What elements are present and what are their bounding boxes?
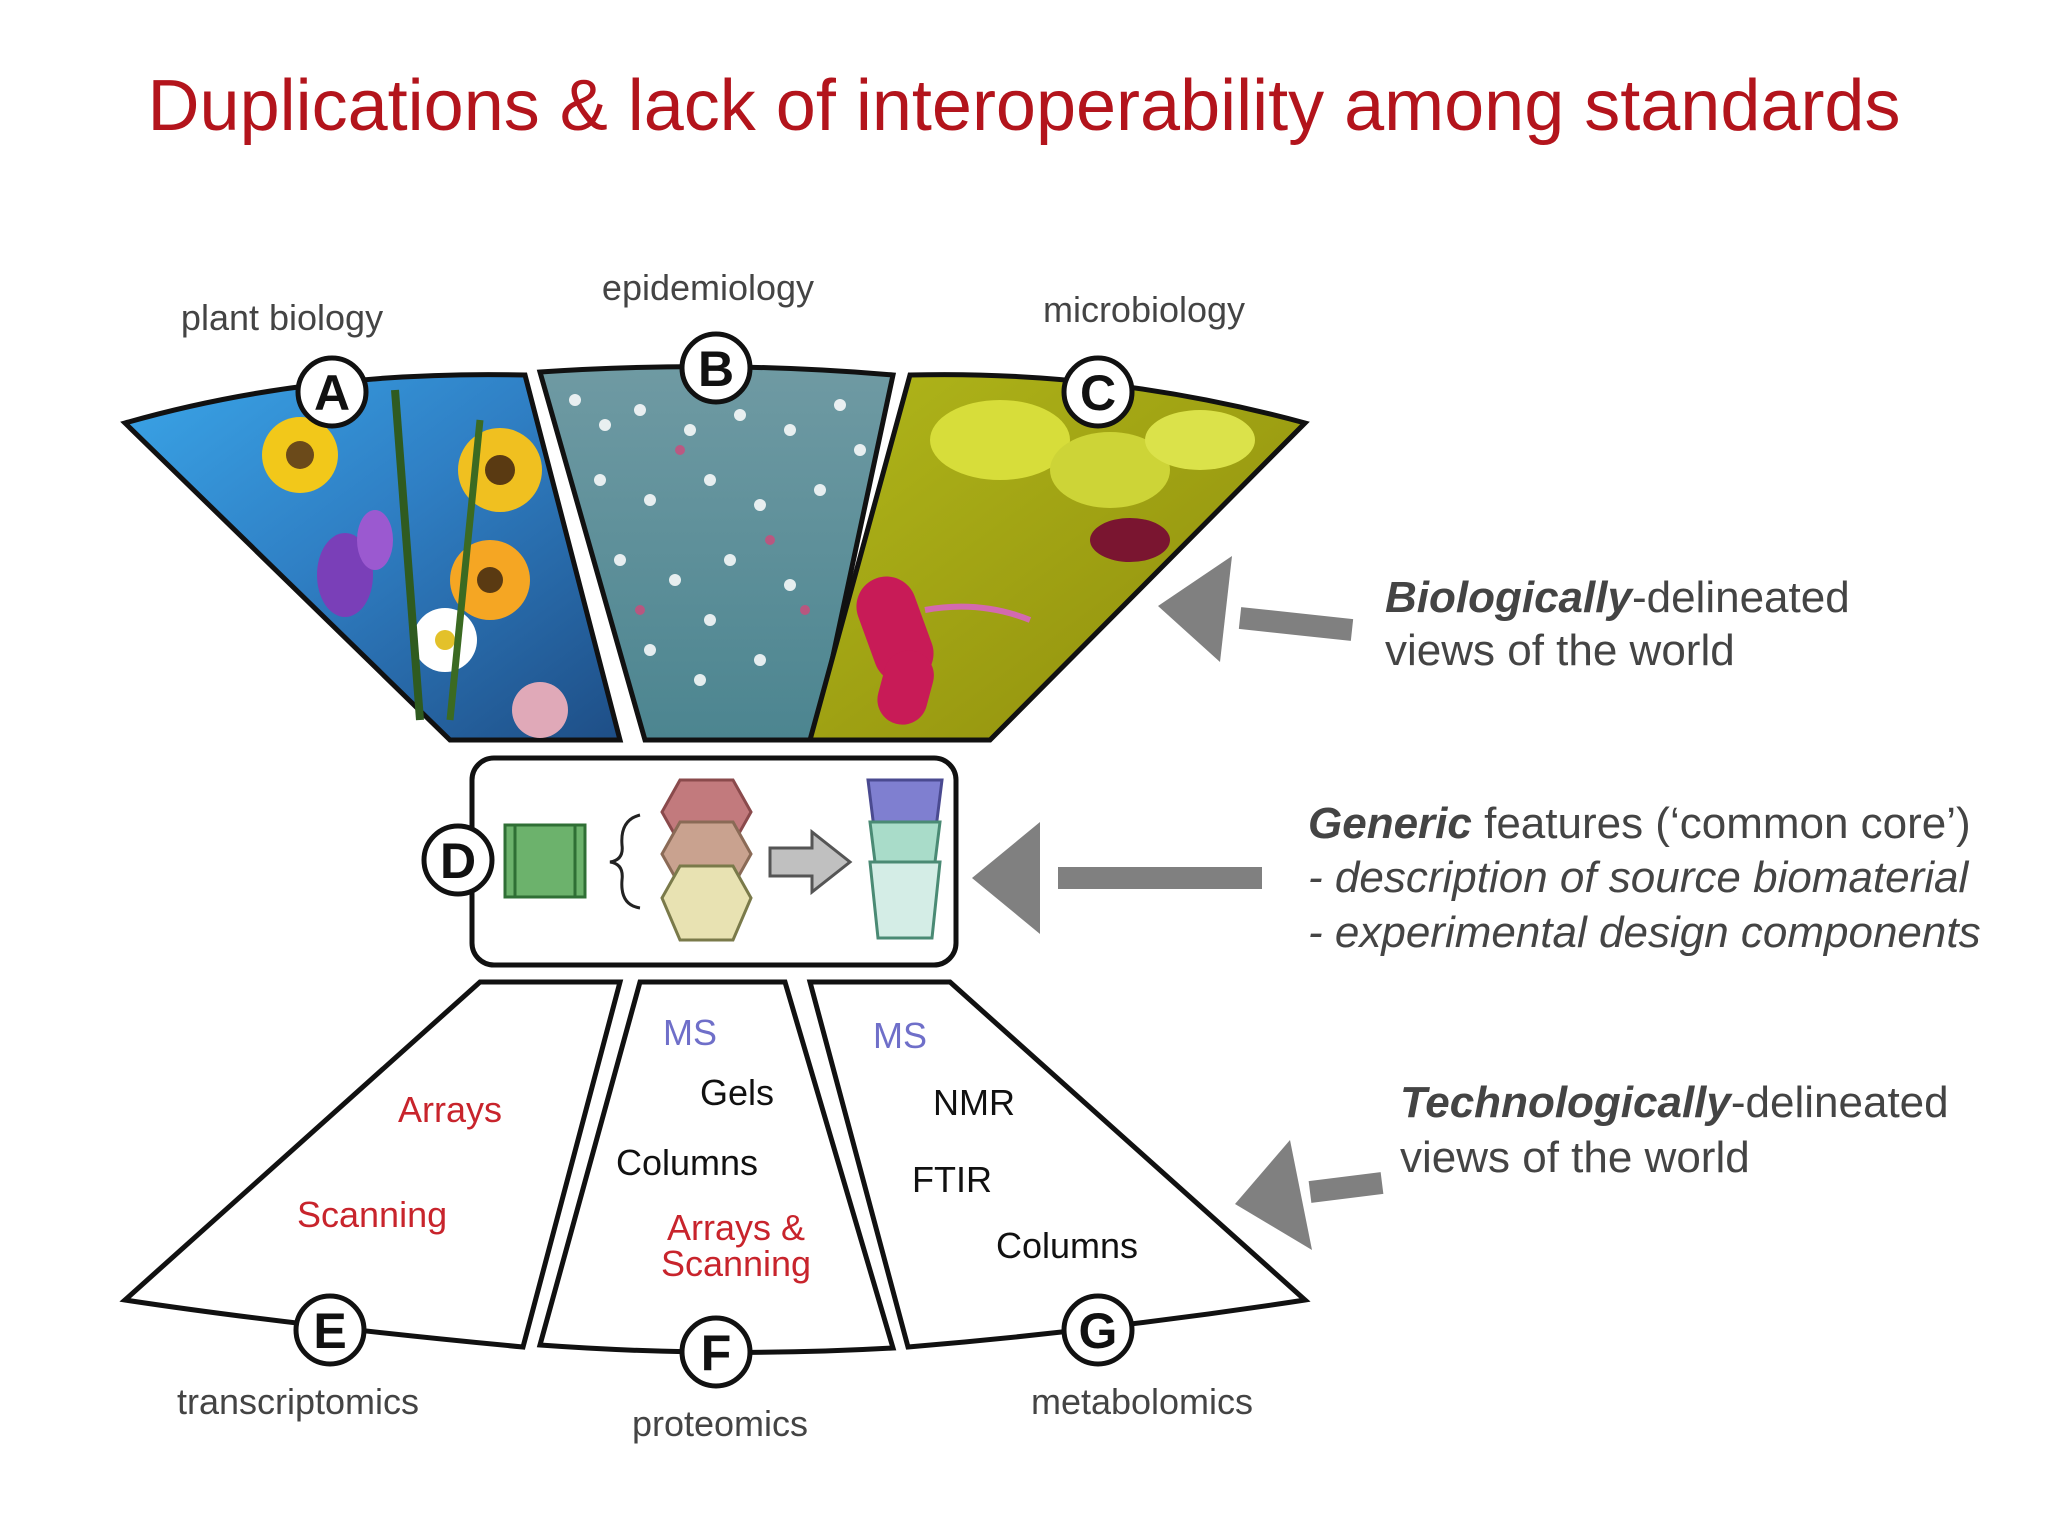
tech-columns-metabolomics: Columns — [996, 1225, 1138, 1266]
right-arrow-icon — [768, 828, 853, 896]
tech-ftir: FTIR — [912, 1159, 992, 1200]
annotation-bio-bold: Biologically — [1385, 573, 1634, 622]
label-letter-d: D — [440, 833, 476, 889]
annotation-bio-line2: views of the world — [1385, 626, 1735, 675]
annotation-bio-rest: -delineated — [1632, 573, 1850, 622]
tech-ms-proteomics: MS — [663, 1012, 717, 1053]
flower-image — [262, 389, 568, 738]
annotation-tech-bold: Technologically — [1400, 1078, 1733, 1127]
label-letter-a: A — [314, 365, 350, 421]
caption-proteomics: proteomics — [632, 1403, 808, 1444]
tech-gels: Gels — [700, 1072, 774, 1113]
bacteria-image — [856, 400, 1255, 725]
annotation-tech-rest: -delineated — [1731, 1078, 1949, 1127]
label-letter-e: E — [313, 1303, 346, 1359]
panel-microbiology: C — [806, 355, 1310, 743]
panel-common-core: D — [421, 755, 959, 968]
label-letter-f: F — [701, 1325, 732, 1381]
crowd-image — [569, 394, 866, 686]
page-title: Duplications & lack of interoperability … — [148, 66, 1901, 146]
arrow-generic — [972, 822, 1262, 934]
tech-arrays-and: Arrays & — [667, 1207, 805, 1248]
panel-transcriptomics: Arrays Scanning E — [119, 979, 624, 1367]
tech-ms-metabolomics: MS — [873, 1015, 927, 1056]
hexagon-stack-icon — [660, 778, 753, 942]
label-letter-g: G — [1079, 1303, 1118, 1359]
brace-icon — [609, 813, 641, 910]
tech-columns-proteomics: Columns — [616, 1142, 758, 1183]
label-letter-b: B — [698, 341, 734, 397]
tech-scanning: Scanning — [297, 1194, 447, 1235]
cup-stack-icon — [866, 778, 944, 940]
caption-transcriptomics: transcriptomics — [177, 1381, 419, 1422]
annotation-generic-line2: - description of source biomaterial — [1308, 853, 1970, 902]
panel-plant-biology: A — [120, 355, 624, 743]
svg-text:Biologically-delineated: Biologically-delineated — [1385, 573, 1850, 622]
caption-epidemiology: epidemiology — [602, 267, 814, 308]
annotation-biological: Biologically-delineated views of the wor… — [1385, 573, 1850, 675]
annotation-technological: Technologically-delineated views of the … — [1400, 1078, 1949, 1182]
annotation-generic-line3: - experimental design components — [1308, 908, 1981, 957]
tech-scanning-proteomics: Scanning — [661, 1243, 811, 1284]
label-letter-c: C — [1080, 365, 1116, 421]
caption-plant-biology: plant biology — [181, 297, 383, 338]
tech-arrays: Arrays — [398, 1089, 502, 1130]
svg-text:Generic features (‘common core: Generic features (‘common core’) — [1308, 799, 1971, 848]
svg-text:Technologically-delineated: Technologically-delineated — [1400, 1078, 1949, 1127]
tech-nmr: NMR — [933, 1082, 1015, 1123]
annotation-generic-rest: features (‘common core’) — [1472, 799, 1971, 848]
arrow-technological — [1235, 1140, 1384, 1250]
arrow-biological — [1158, 556, 1354, 662]
panel-proteomics: MS Gels Columns Arrays & Scanning F — [536, 979, 897, 1389]
caption-metabolomics: metabolomics — [1031, 1381, 1253, 1422]
panel-metabolomics: MS NMR FTIR Columns G — [806, 979, 1311, 1367]
caption-microbiology: microbiology — [1043, 289, 1245, 330]
annotation-generic-bold: Generic — [1308, 799, 1472, 848]
annotation-tech-line2: views of the world — [1400, 1133, 1750, 1182]
panel-epidemiology: B — [536, 331, 897, 743]
annotation-generic: Generic features (‘common core’) - descr… — [1308, 799, 1981, 957]
green-book-icon — [503, 823, 587, 899]
